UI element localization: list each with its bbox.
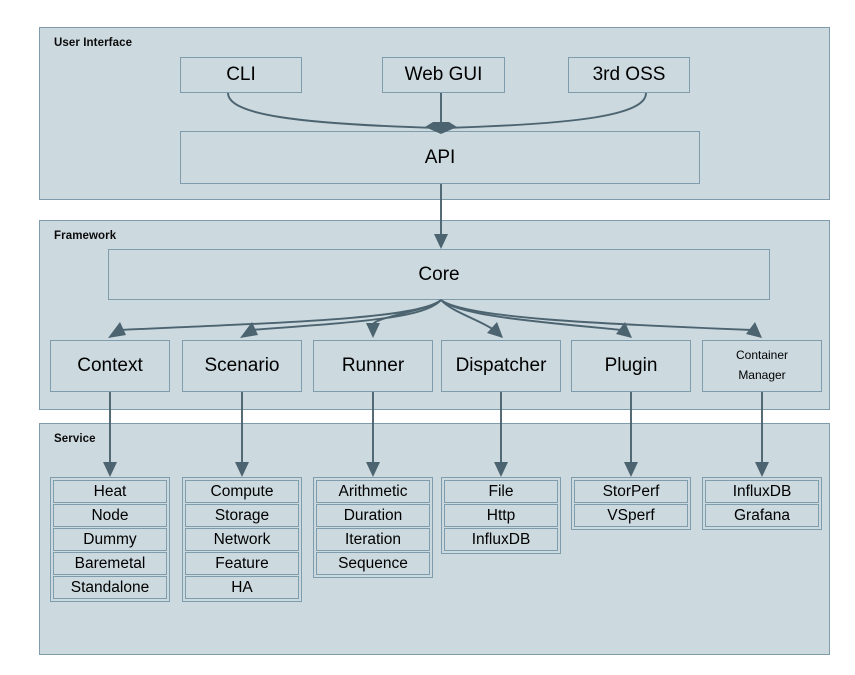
node-dispatcher-label: Dispatcher (455, 355, 547, 376)
service-item[interactable]: HA (185, 576, 299, 599)
service-item[interactable]: File (444, 480, 558, 503)
layer-service: Service (39, 423, 830, 655)
node-3rd-oss-label: 3rd OSS (592, 64, 666, 85)
service-item[interactable]: Grafana (705, 504, 819, 527)
service-item[interactable]: InfluxDB (444, 528, 558, 551)
node-container-manager-label-line1: Container (735, 348, 789, 363)
node-core[interactable]: Core (108, 249, 770, 300)
node-core-label: Core (418, 263, 460, 285)
node-context[interactable]: Context (50, 340, 170, 392)
service-item[interactable]: Arithmetic (316, 480, 430, 503)
node-api-label: API (424, 146, 456, 168)
service-item[interactable]: Standalone (53, 576, 167, 599)
service-item[interactable]: Iteration (316, 528, 430, 551)
service-item[interactable]: Node (53, 504, 167, 527)
service-item[interactable]: StorPerf (574, 480, 688, 503)
node-runner[interactable]: Runner (313, 340, 433, 392)
node-cli[interactable]: CLI (180, 57, 302, 93)
node-context-label: Context (77, 355, 143, 376)
service-item[interactable]: VSperf (574, 504, 688, 527)
node-3rd-oss[interactable]: 3rd OSS (568, 57, 690, 93)
service-item[interactable]: Duration (316, 504, 430, 527)
service-item[interactable]: Http (444, 504, 558, 527)
service-item[interactable]: Storage (185, 504, 299, 527)
node-api[interactable]: API (180, 131, 700, 184)
node-cli-label: CLI (226, 64, 256, 85)
service-item[interactable]: Dummy (53, 528, 167, 551)
service-item[interactable]: Compute (185, 480, 299, 503)
layer-framework-label: Framework (54, 230, 117, 242)
node-runner-label: Runner (341, 355, 405, 376)
node-web-gui-label: Web GUI (404, 64, 483, 85)
service-item[interactable]: Feature (185, 552, 299, 575)
node-web-gui[interactable]: Web GUI (382, 57, 505, 93)
node-dispatcher[interactable]: Dispatcher (441, 340, 561, 392)
node-scenario-label: Scenario (204, 355, 280, 376)
node-plugin[interactable]: Plugin (571, 340, 691, 392)
node-container-manager[interactable]: Container Manager (702, 340, 822, 392)
node-scenario[interactable]: Scenario (182, 340, 302, 392)
layer-service-label: Service (54, 433, 96, 445)
service-item[interactable]: InfluxDB (705, 480, 819, 503)
service-item[interactable]: Sequence (316, 552, 430, 575)
service-item[interactable]: Heat (53, 480, 167, 503)
node-container-manager-label-line2: Manager (738, 368, 786, 382)
service-item[interactable]: Baremetal (53, 552, 167, 575)
node-plugin-label: Plugin (604, 355, 658, 376)
layer-user-interface-label: User Interface (54, 37, 133, 49)
service-item[interactable]: Network (185, 528, 299, 551)
